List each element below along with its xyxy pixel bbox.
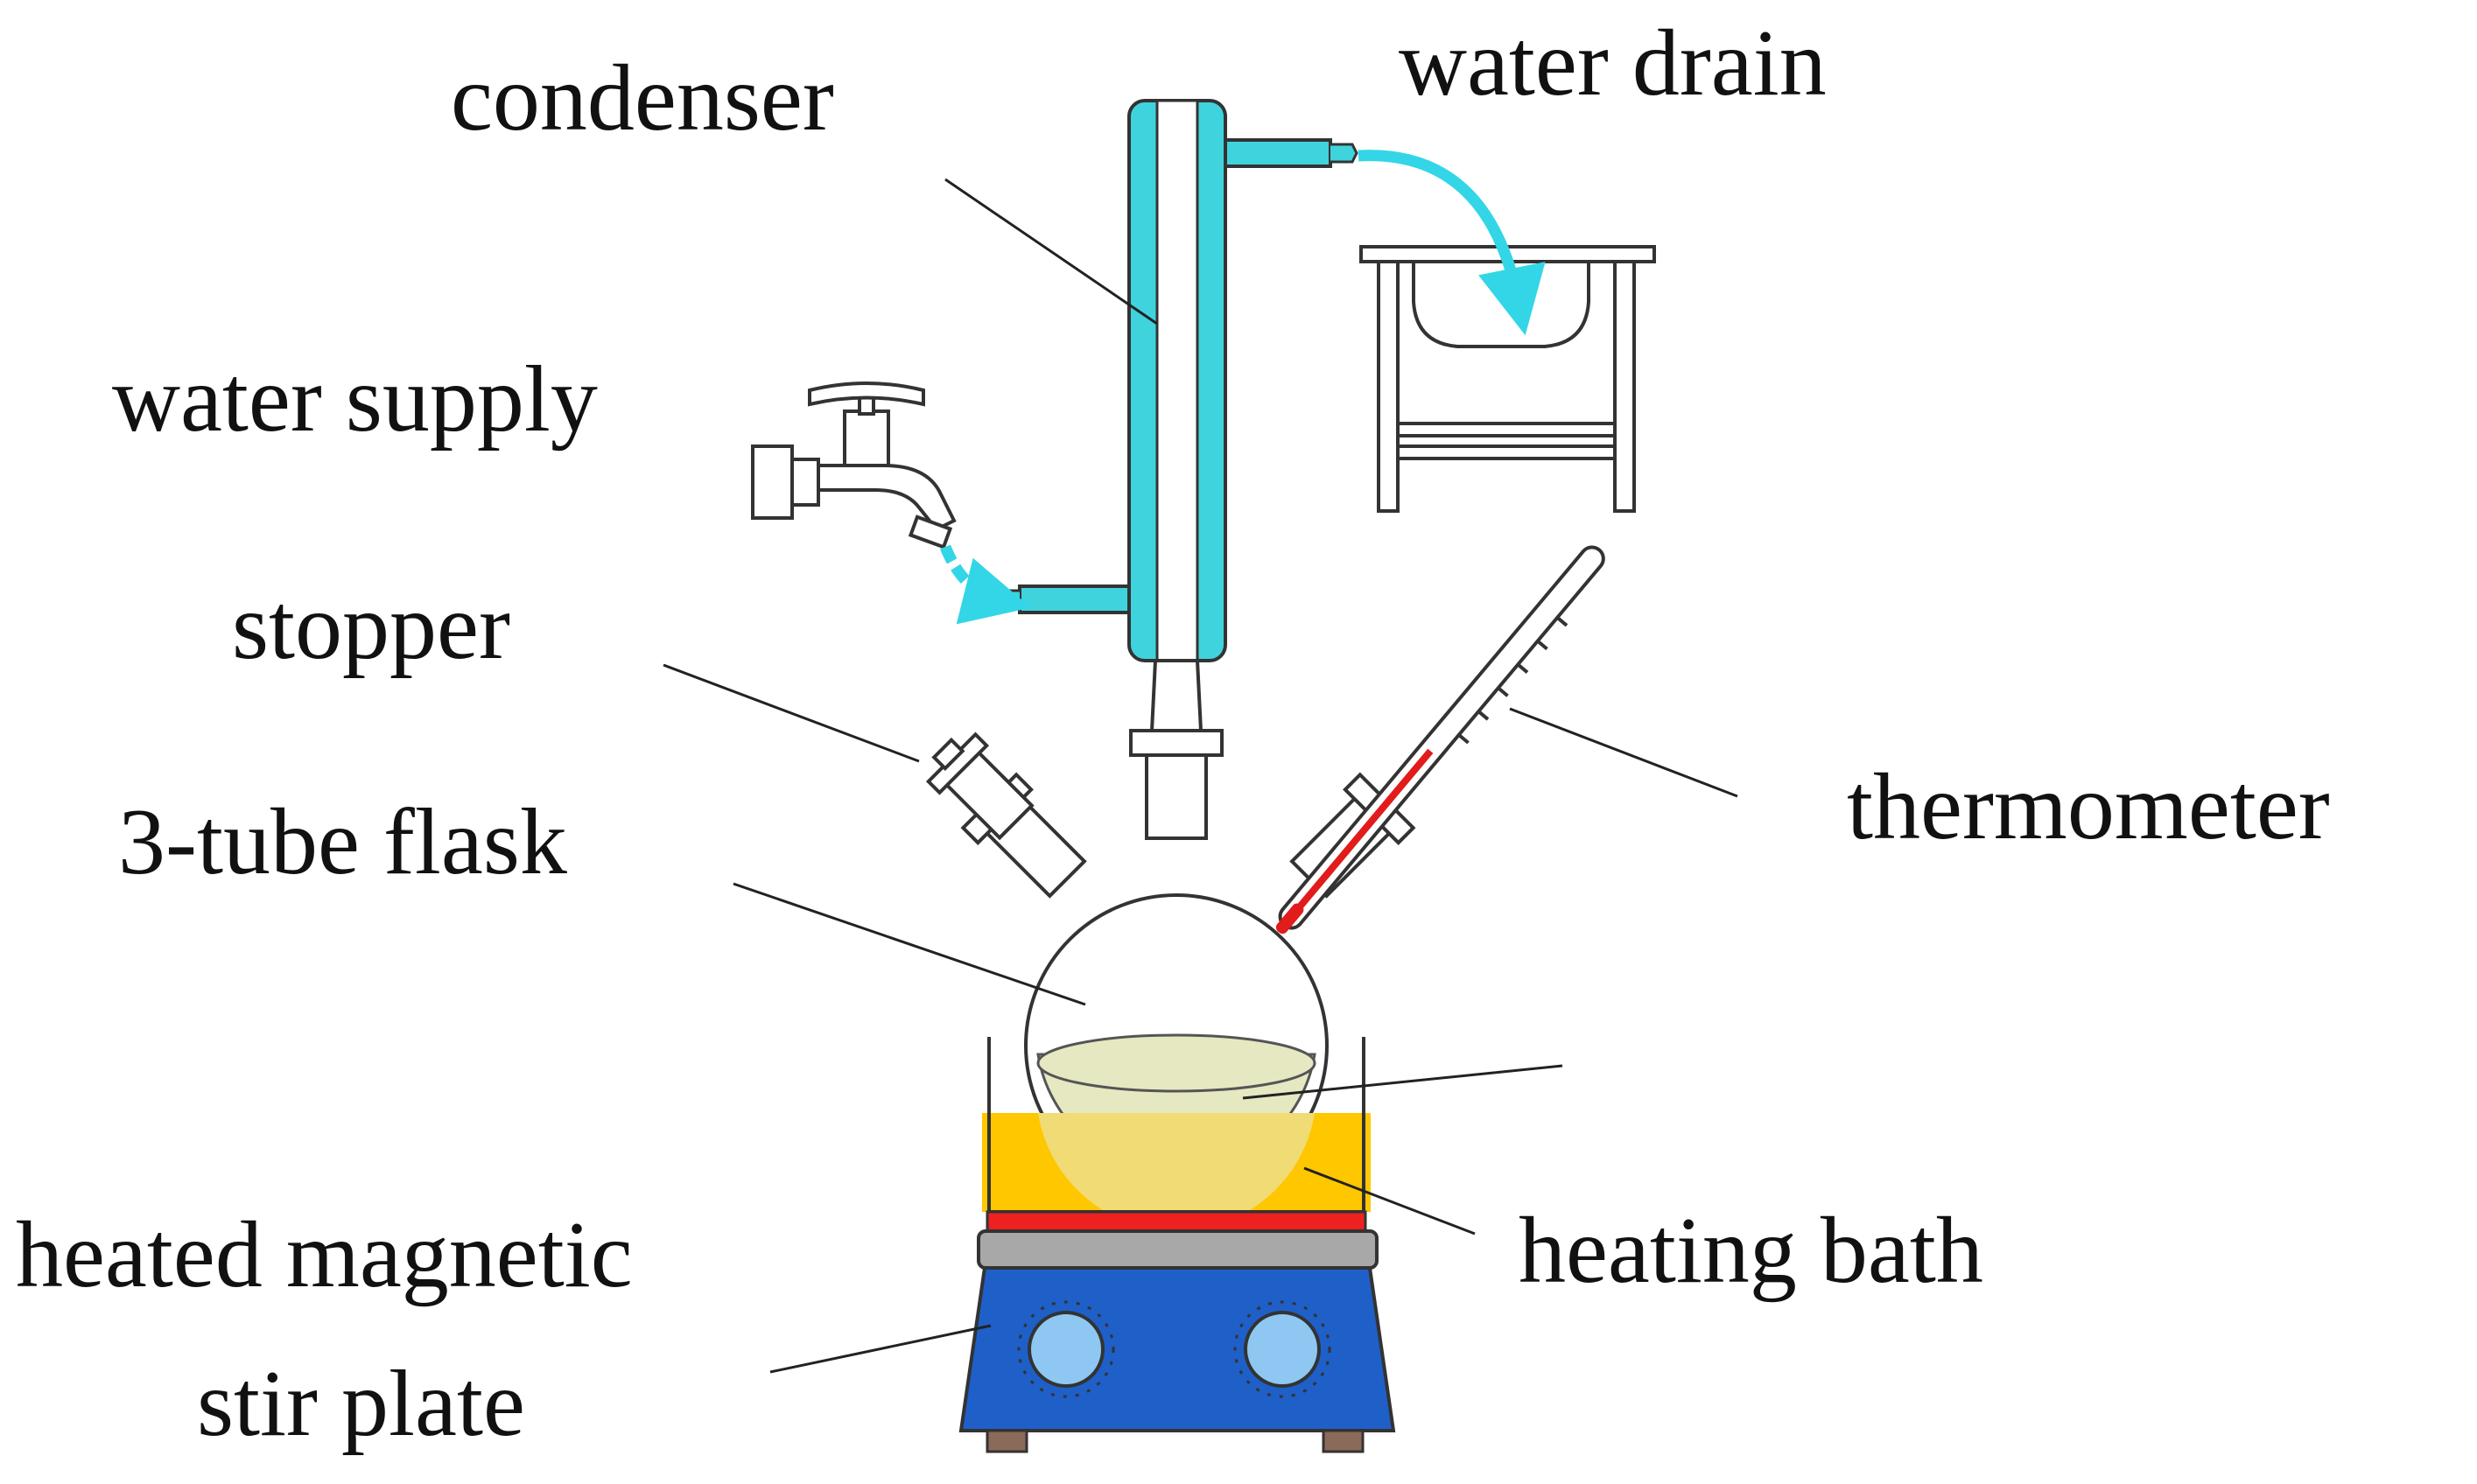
condenser (992, 99, 1358, 732)
drain-flow-arrow (1358, 150, 1546, 336)
heating-bath (982, 1037, 1371, 1231)
liquid-leader (1242, 1064, 1563, 1100)
condenser-leader (944, 178, 1158, 326)
stopper (925, 732, 1035, 841)
heating-bath-leader (1303, 1166, 1476, 1236)
water-drain-label: water drain (1399, 11, 1827, 116)
heating-bath-label: heating bath (1519, 1199, 1983, 1303)
water-supply-label: water supply (112, 347, 598, 452)
stir-plate-leader (769, 1324, 992, 1374)
water-tap (751, 382, 957, 550)
supply-flow-arrow (939, 544, 1031, 625)
condenser-label: condenser (451, 46, 834, 150)
drain-stand (1359, 245, 1656, 513)
thermometer-leader (1509, 707, 1738, 798)
thermometer (1275, 545, 1605, 934)
flask-label: 3-tube flask (118, 790, 567, 894)
stir-plate (958, 1210, 1396, 1453)
thermometer-label: thermometer (1847, 755, 2330, 859)
flask-leader (733, 882, 1086, 1006)
stir-plate-label-line1: heated magnetic (16, 1203, 633, 1307)
stopper-label: stopper (232, 575, 510, 679)
stir-plate-label-line2: stir plate (197, 1352, 525, 1456)
stopper-leader (663, 663, 920, 763)
